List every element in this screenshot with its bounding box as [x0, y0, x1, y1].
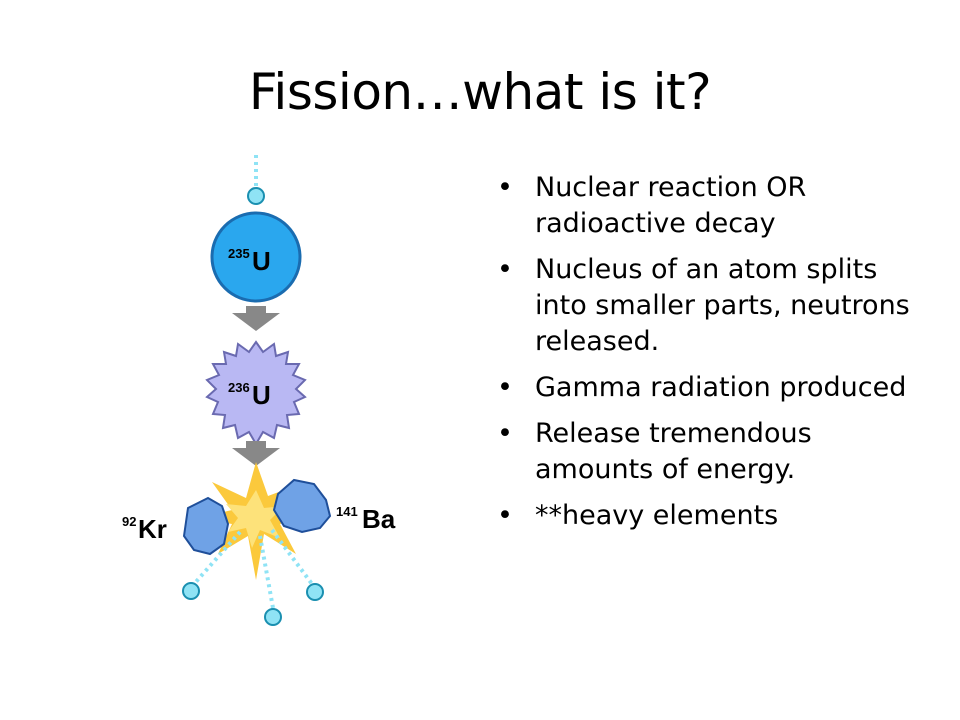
bullet-marker: • [497, 500, 513, 531]
bullet-text: Nucleus of an atom splits into smaller p… [535, 254, 910, 357]
outgoing-neutron-path [192, 530, 242, 586]
list-item: • Gamma radiation produced [497, 370, 937, 406]
energy-flash-core [226, 490, 284, 548]
down-arrow-icon [232, 306, 280, 331]
krypton-symbol: Kr [138, 514, 167, 544]
uranium-236-mass: 236 [228, 380, 250, 395]
list-item: • **heavy elements [497, 498, 937, 534]
incoming-neutron [247, 187, 265, 205]
outgoing-neutron [264, 608, 282, 626]
list-item: • Nucleus of an atom splits into smaller… [497, 252, 937, 360]
outgoing-neutron-path [270, 528, 314, 586]
list-item: • Release tremendous amounts of energy. [497, 416, 937, 488]
down-arrow-icon [232, 441, 280, 466]
bullet-text: Nuclear reaction OR radioactive decay [535, 172, 807, 239]
outgoing-neutron [182, 582, 200, 600]
bullet-text: **heavy elements [535, 500, 779, 531]
uranium-236-symbol: U [252, 380, 271, 410]
bullet-list: • Nuclear reaction OR radioactive decay … [497, 170, 937, 544]
outgoing-neutron-path [258, 535, 275, 609]
bullet-marker: • [497, 172, 513, 203]
bullet-marker: • [497, 254, 513, 285]
uranium-235-mass: 235 [228, 246, 250, 261]
bullet-marker: • [497, 372, 513, 403]
list-item: • Nuclear reaction OR radioactive decay [497, 170, 937, 242]
krypton-mass: 92 [122, 514, 136, 529]
bullet-text: Gamma radiation produced [535, 372, 907, 403]
slide-title: Fission…what is it? [248, 63, 712, 121]
krypton-fragment [182, 496, 230, 556]
bullet-marker: • [497, 418, 513, 449]
barium-mass: 141 [336, 504, 358, 519]
barium-fragment [272, 478, 332, 534]
fission-diagram: 235 U 236 U 92 Kr 141 Ba [122, 155, 396, 626]
uranium-235-symbol: U [252, 246, 271, 276]
bullet-text: Release tremendous amounts of energy. [535, 418, 812, 485]
barium-symbol: Ba [362, 504, 396, 534]
uranium-235-nucleus [210, 211, 302, 303]
outgoing-neutron [306, 583, 324, 601]
